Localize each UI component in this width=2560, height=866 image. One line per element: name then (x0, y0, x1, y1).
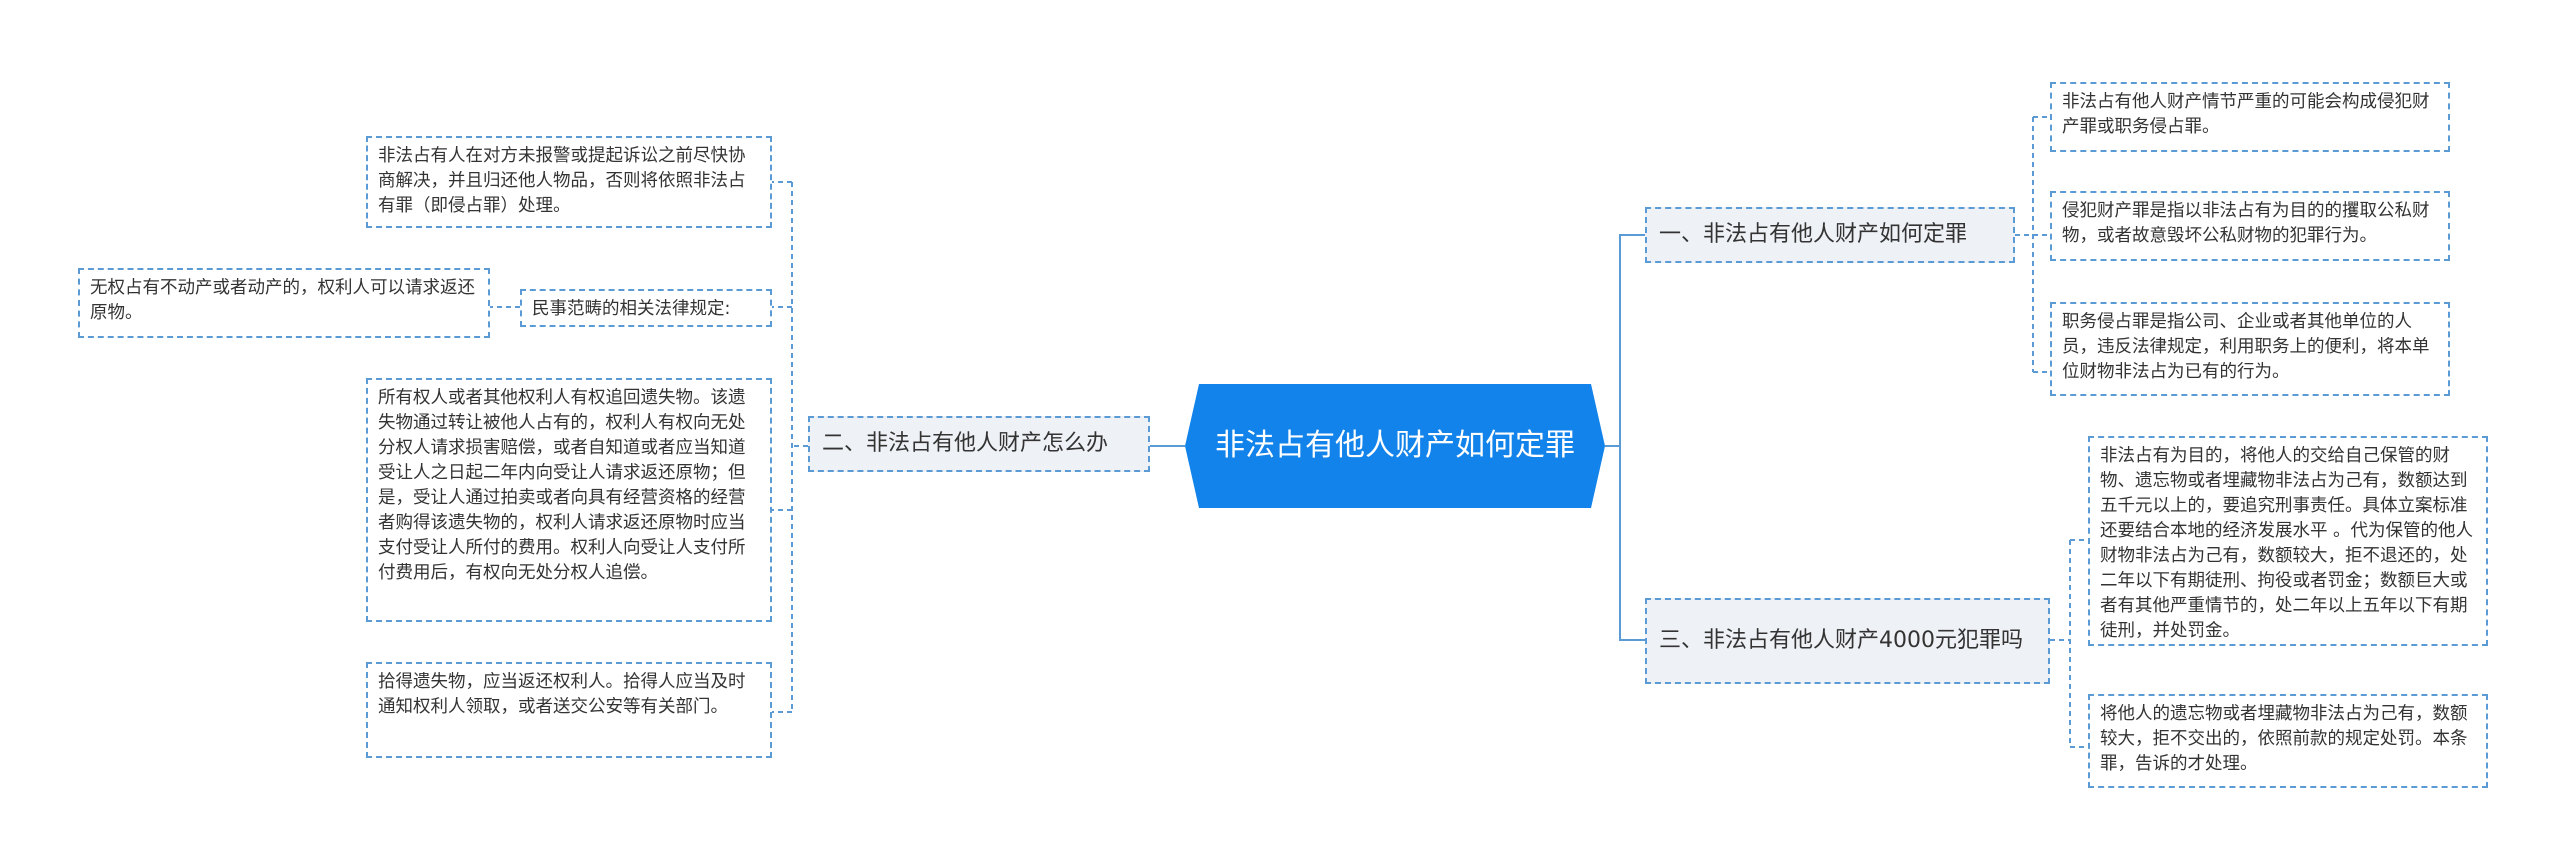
branch-what-to-do[interactable]: 二、非法占有他人财产怎么办 (808, 416, 1150, 472)
b2-child-2[interactable]: 民事范畴的相关法律规定: (520, 289, 772, 327)
b3-child-2[interactable]: 将他人的遗忘物或者埋藏物非法占为己有，数额较大，拒不交出的，依照前款的规定处罚。… (2088, 694, 2488, 788)
link-root-b1 (1605, 234, 1645, 447)
b1-child-1[interactable]: 非法占有他人财产情节严重的可能会构成侵犯财产罪或职务侵占罪。 (2050, 82, 2450, 152)
b3-child-1[interactable]: 非法占有为目的，将他人的交给自己保管的财物、遗忘物或者埋藏物非法占为己有，数额达… (2088, 436, 2488, 646)
central-topic[interactable]: 非法占有他人财产如何定罪 (1185, 384, 1605, 508)
branch-4000-yuan[interactable]: 三、非法占有他人财产4000元犯罪吗 (1645, 598, 2050, 684)
b2-child-4[interactable]: 拾得遗失物，应当返还权利人。拾得人应当及时通知权利人领取，或者送交公安等有关部门… (366, 662, 772, 758)
b1-child-2[interactable]: 侵犯财产罪是指以非法占有为目的的攫取公私财物，或者故意毁坏公私财物的犯罪行为。 (2050, 191, 2450, 261)
branch-how-to-convict[interactable]: 一、非法占有他人财产如何定罪 (1645, 207, 2015, 263)
b2-child-1[interactable]: 非法占有人在对方未报警或提起诉讼之前尽快协商解决，并且归还他人物品，否则将依照非… (366, 136, 772, 228)
b1-child-3[interactable]: 职务侵占罪是指公司、企业或者其他单位的人员，违反法律规定，利用职务上的便利，将本… (2050, 302, 2450, 396)
link-b1-children (2015, 116, 2050, 373)
b2-grandchild[interactable]: 无权占有不动产或者动产的，权利人可以请求返还原物。 (78, 268, 490, 338)
b2-child-3[interactable]: 所有权人或者其他权利人有权追回遗失物。该遗失物通过转让被他人占有的，权利人有权向… (366, 378, 772, 622)
link-root-b3 (1619, 446, 1645, 641)
link-b2-children (772, 181, 808, 713)
link-b3-children (2050, 539, 2088, 748)
